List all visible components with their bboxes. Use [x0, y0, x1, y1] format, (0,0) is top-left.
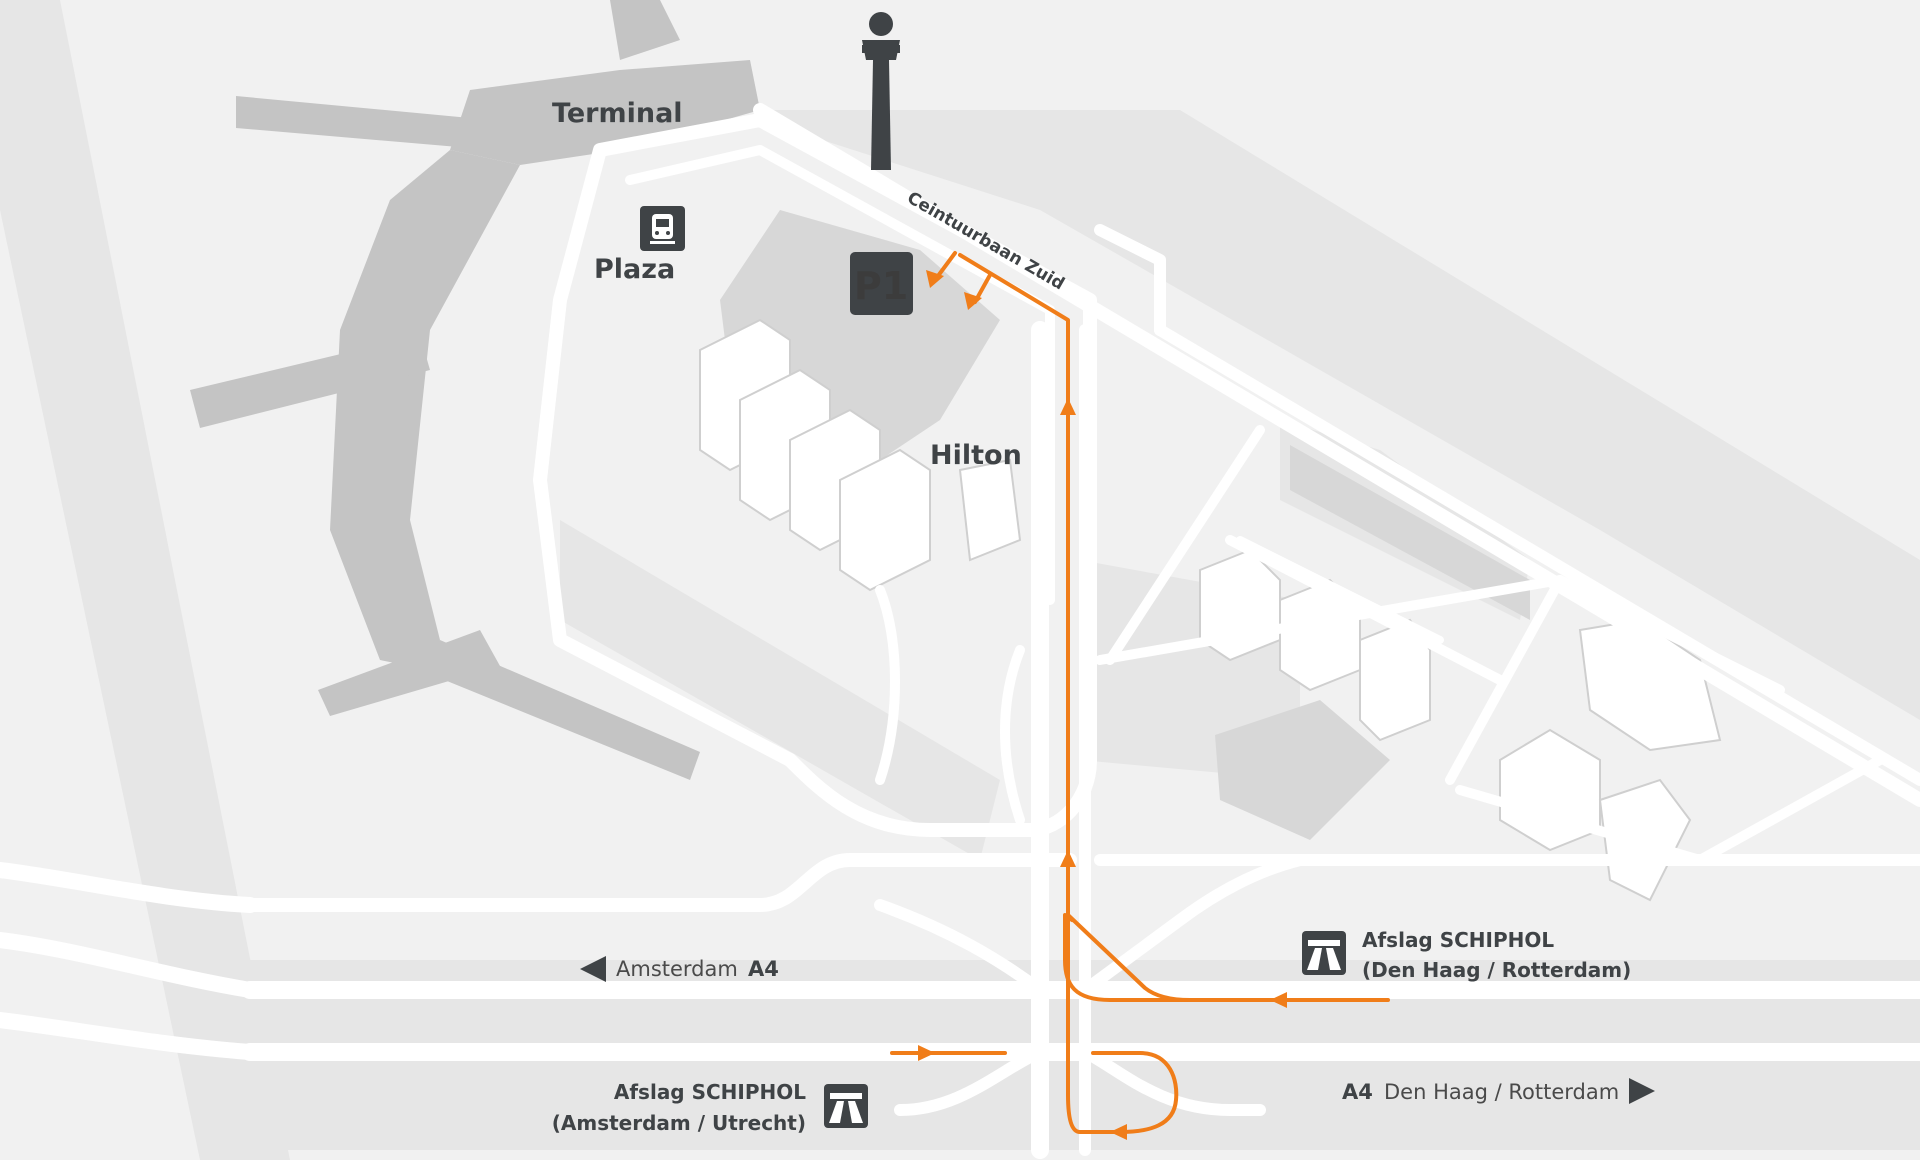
route-diagonal: [1066, 913, 1192, 1002]
terminal-label: Terminal: [552, 98, 683, 129]
control-tower: [862, 12, 900, 170]
arrow-left-icon: [580, 956, 606, 982]
route-loop: [1066, 1051, 1179, 1134]
route-vertical: [958, 253, 1070, 1097]
east-road-label: A4: [1342, 1080, 1373, 1104]
west-road-label: A4: [748, 957, 779, 981]
parking-icon: P1: [850, 252, 913, 315]
terminal-building: [190, 0, 760, 780]
east-city-label: Den Haag / Rotterdam: [1384, 1080, 1619, 1104]
train-icon: [640, 206, 685, 251]
exit-west-subtitle: (Amsterdam / Utrecht): [552, 1111, 806, 1135]
highway-icon: [824, 1084, 868, 1128]
exit-east-subtitle: (Den Haag / Rotterdam): [1362, 958, 1631, 982]
west-city-label: Amsterdam: [616, 957, 738, 981]
exit-east-title: Afslag SCHIPHOL: [1362, 928, 1554, 952]
parking-label: P1: [854, 264, 908, 308]
exit-west-title: Afslag SCHIPHOL: [614, 1080, 806, 1104]
hilton-label: Hilton: [930, 440, 1022, 471]
route-arrows: [918, 270, 1287, 1140]
road-network: [0, 103, 1920, 1159]
plaza-label: Plaza: [594, 254, 675, 285]
arrow-right-icon: [1629, 1078, 1655, 1104]
highway-icon: [1302, 931, 1346, 975]
route-main: [1063, 913, 1390, 1002]
route: [890, 251, 1390, 1134]
